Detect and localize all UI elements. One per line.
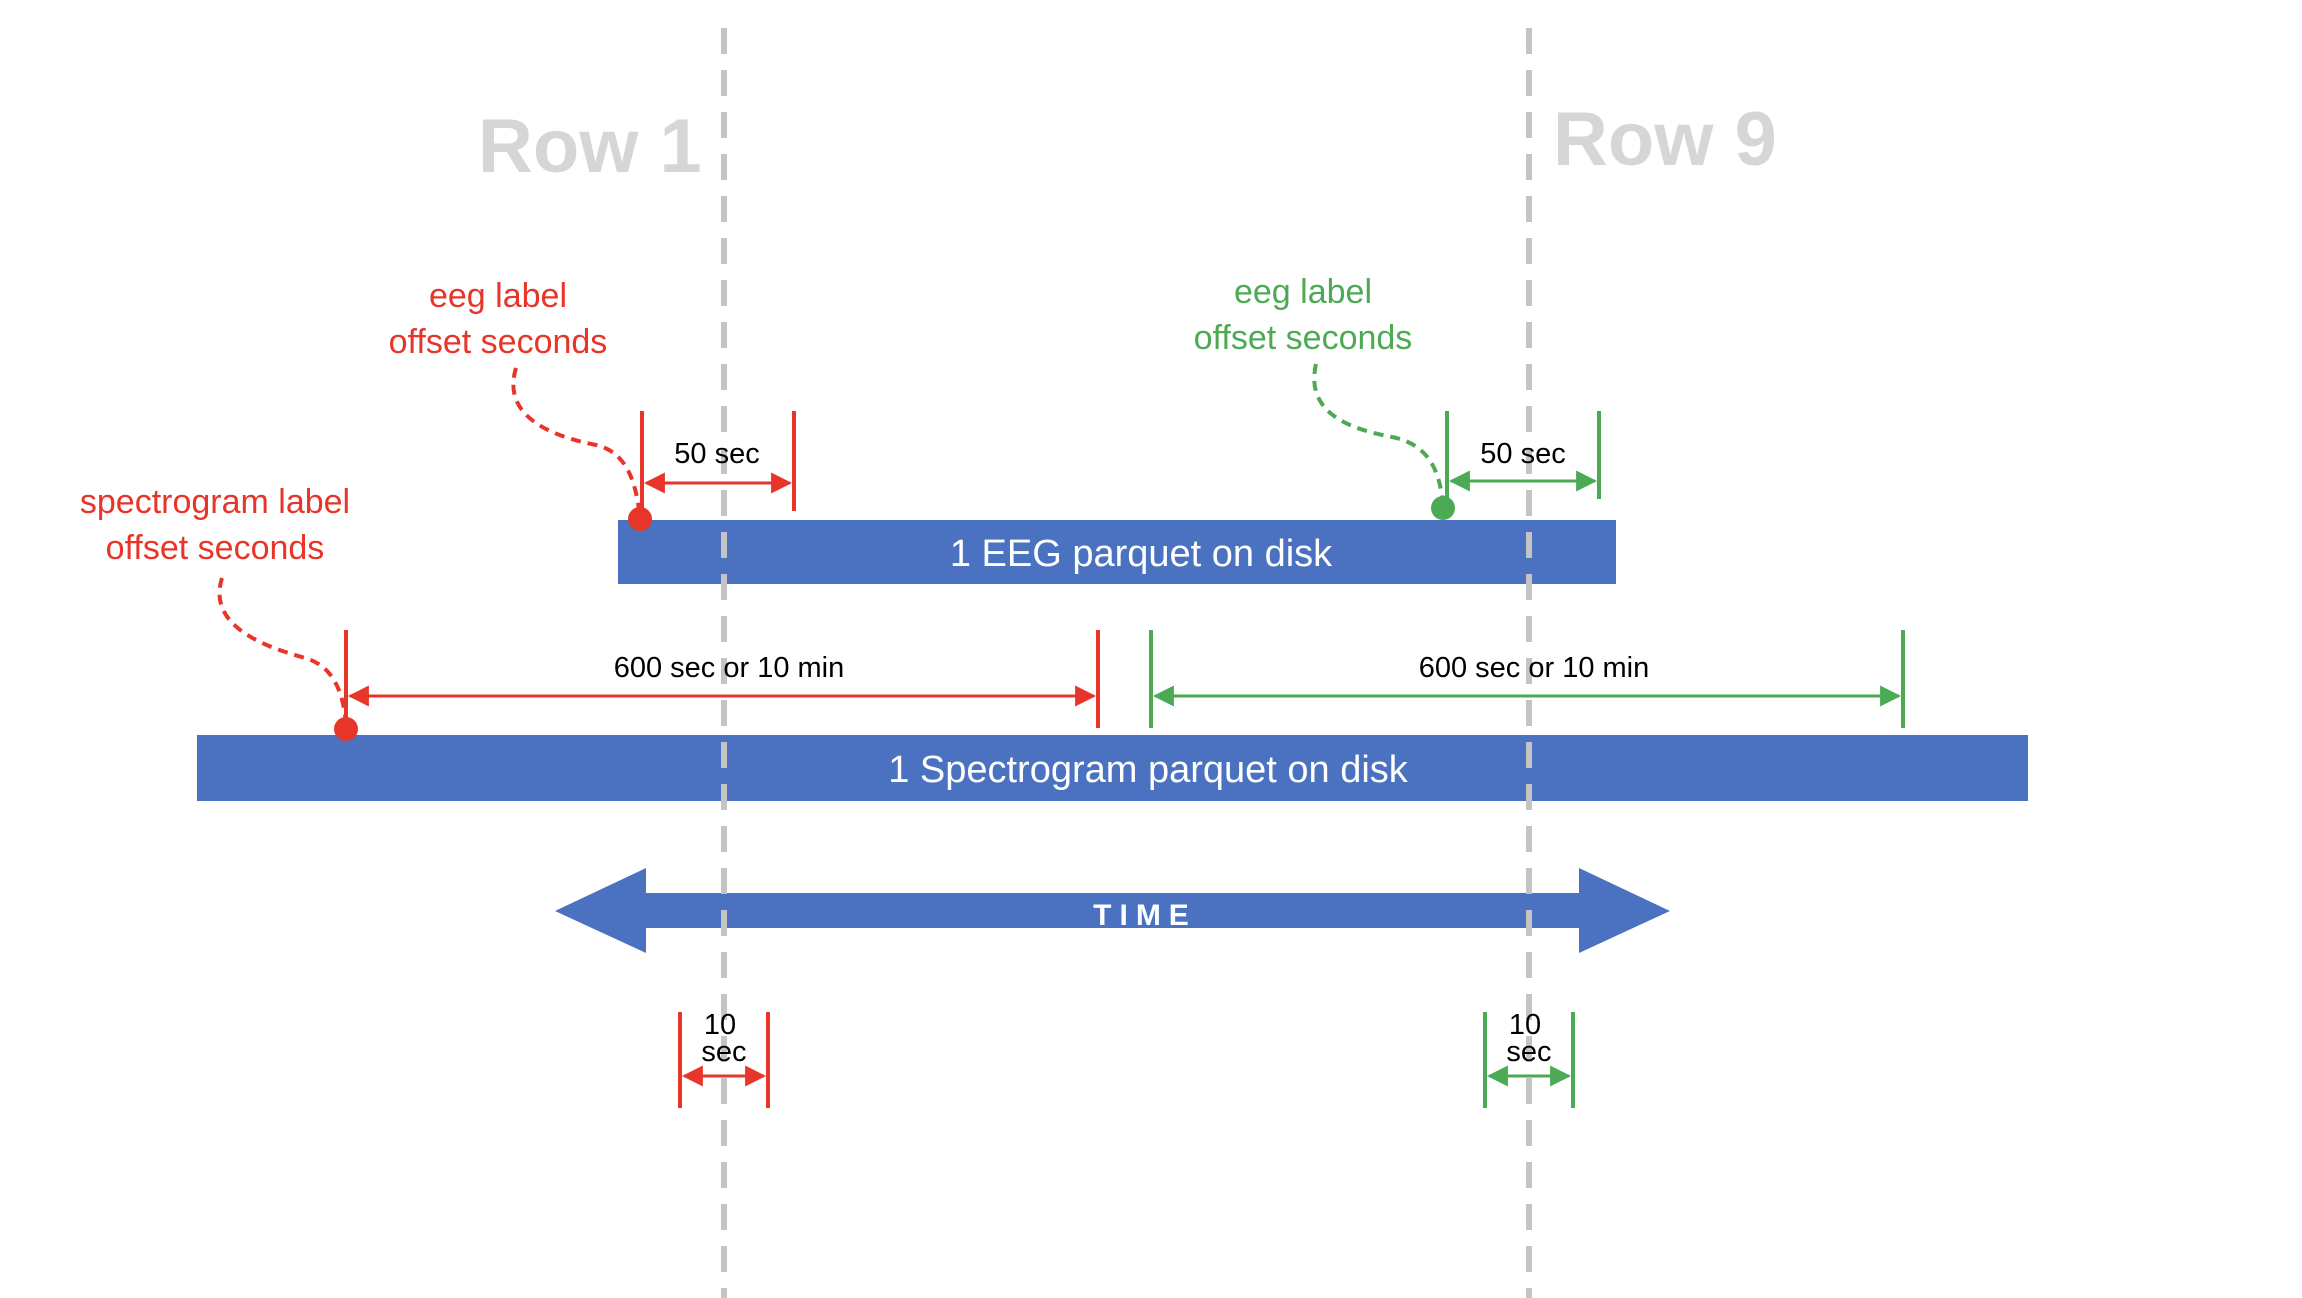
spectrogram-parquet-label: 1 Spectrogram parquet on disk xyxy=(888,749,1409,791)
spectrogram-offset-label-line2: offset seconds xyxy=(106,529,325,567)
eeg-offset-red-label-line2: offset seconds xyxy=(389,323,608,361)
center-window-red-label-line2: sec xyxy=(701,1036,746,1068)
spectrogram-parquet-bar xyxy=(197,735,2028,801)
eeg-parquet-label: 1 EEG parquet on disk xyxy=(950,533,1333,575)
eeg-offset-red-label-line1: eeg label xyxy=(429,277,567,315)
eeg-offset-green-label-line2: offset seconds xyxy=(1194,319,1413,357)
time-double-arrow xyxy=(555,868,1670,953)
eeg-parquet-bar xyxy=(618,520,1616,584)
eeg-offset-red-point xyxy=(628,507,652,531)
spectrogram-offset-leader xyxy=(217,577,348,727)
center-window-green-label-line2: sec xyxy=(1506,1036,1551,1068)
eeg-offset-red-leader xyxy=(511,367,642,519)
eeg-offset-green-point xyxy=(1431,496,1455,520)
eeg-offset-green-label-line1: eeg label xyxy=(1234,273,1372,311)
eeg-window-red-label: 50 sec xyxy=(674,438,759,470)
spectrogram-offset-label-line1: spectrogram label xyxy=(80,483,350,521)
time-arrow-label: TIME xyxy=(1093,899,1197,932)
spectrogram-offset-point xyxy=(334,717,358,741)
spec-window-green-label: 600 sec or 10 min xyxy=(1419,652,1650,684)
eeg-window-green-label: 50 sec xyxy=(1480,438,1565,470)
row-9-title: Row 9 xyxy=(1553,97,1777,182)
center-window-red-label-line1: 10 xyxy=(704,1009,736,1041)
row-1-title: Row 1 xyxy=(478,104,702,189)
spec-window-red-label: 600 sec or 10 min xyxy=(614,652,845,684)
center-window-green-label-line1: 10 xyxy=(1509,1009,1541,1041)
eeg-offset-green-leader xyxy=(1312,363,1445,506)
